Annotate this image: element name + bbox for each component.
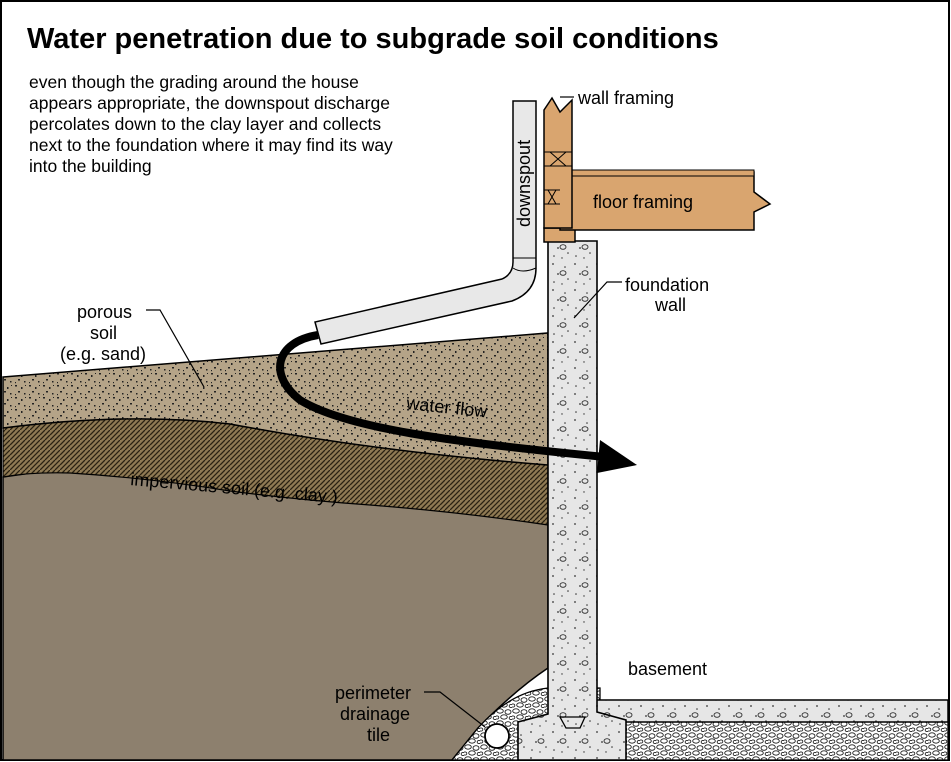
wall-framing-plates (544, 151, 572, 205)
floor-framing-label: floor framing (593, 192, 693, 212)
foundation-wall (517, 240, 627, 761)
porous-soil-label: (e.g. sand) (60, 344, 146, 364)
drainage-tile-leader (424, 691, 486, 728)
foundation-wall-label: foundation (625, 275, 709, 295)
foundation-wall-leader (573, 281, 622, 319)
description-line: into the building (29, 156, 152, 176)
porous-soil-label: soil (90, 323, 117, 343)
water-flow-path (276, 331, 606, 461)
wall-framing-label: wall framing (577, 88, 674, 108)
drainage-tile-label: drainage (340, 704, 410, 724)
drainage-tile-label: tile (367, 725, 390, 745)
floor-subfloor (569, 169, 755, 177)
diagram-title: Water penetration due to subgrade soil c… (27, 23, 719, 55)
downspout (314, 100, 537, 345)
porous-soil-leader (146, 309, 205, 388)
wall-framing (543, 96, 573, 229)
description-line: next to the foundation where it may find… (29, 135, 393, 155)
basement-slab (595, 699, 949, 723)
drainage-tile-pipe (484, 723, 510, 749)
downspout-elbow-seams (512, 257, 537, 272)
basement-label: basement (628, 659, 707, 679)
drainage-tile-label: perimeter (335, 683, 411, 703)
water-flow-arrowhead (597, 440, 637, 473)
description-line: even though the grading around the house (29, 72, 359, 92)
description-line: percolates down to the clay layer and co… (29, 114, 381, 134)
downspout-label: downspout (514, 140, 534, 227)
foundation-wall-label: wall (654, 295, 686, 315)
footing-keyway (558, 716, 587, 729)
description-line: appears appropriate, the downspout disch… (29, 93, 390, 113)
porous-soil-label: porous (77, 302, 132, 322)
